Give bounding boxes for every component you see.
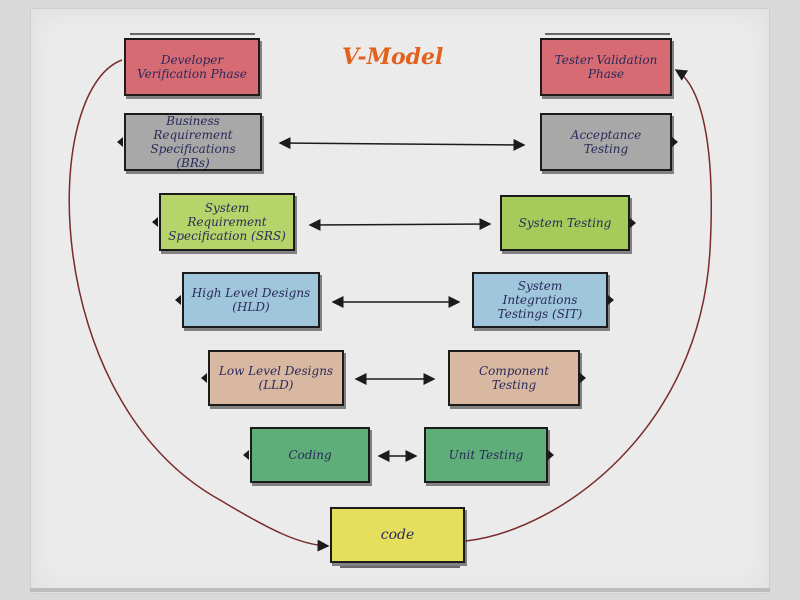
lld-notch [201, 373, 207, 383]
developer-verification-label: Developer Verification Phase [137, 53, 247, 81]
coding-box: Coding [250, 427, 370, 483]
lld-label: Low Level Designs (LLD) [218, 364, 334, 392]
right-curve [465, 69, 713, 542]
sit-notch [608, 295, 614, 305]
arrow-srs-system [308, 218, 492, 231]
srs-label: System Requirement Specification (SRS) [168, 201, 286, 243]
hld-notch [175, 295, 181, 305]
paper-edge [30, 588, 770, 592]
diagram-title: V-Model [342, 44, 444, 70]
tester-validation-label: Tester Validation Phase [554, 53, 658, 81]
left-curve [68, 59, 330, 552]
brs-label: Business Requirement Specifications (BRs… [150, 114, 236, 170]
sit-box: System Integrations Testings (SIT) [472, 272, 608, 328]
unit-testing-notch [548, 450, 554, 460]
srs-notch [152, 217, 158, 227]
unit-testing-box: Unit Testing [424, 427, 548, 483]
arrow-brs-acceptance [278, 137, 526, 151]
developer-verification-box: Developer Verification Phase [124, 38, 260, 96]
hld-label: High Level Designs (HLD) [191, 286, 311, 314]
coding-notch [243, 450, 249, 460]
srs-box: System Requirement Specification (SRS) [159, 193, 295, 251]
coding-label: Coding [288, 448, 332, 462]
acceptance-notch [672, 137, 678, 147]
hld-box: High Level Designs (HLD) [182, 272, 320, 328]
code-label: code [380, 527, 415, 543]
tester-validation-box: Tester Validation Phase [540, 38, 672, 96]
system-testing-notch [630, 218, 636, 228]
brs-box: Business Requirement Specifications (BRs… [124, 113, 262, 171]
brs-notch [117, 137, 123, 147]
code-box: code [330, 507, 465, 563]
acceptance-testing-box: Acceptance Testing [540, 113, 672, 171]
component-testing-label: Component Testing [478, 364, 550, 392]
component-notch [580, 373, 586, 383]
system-testing-label: System Testing [518, 216, 612, 230]
component-testing-box: Component Testing [448, 350, 580, 406]
unit-testing-label: Unit Testing [448, 448, 524, 462]
system-testing-box: System Testing [500, 195, 630, 251]
acceptance-testing-label: Acceptance Testing [570, 128, 642, 156]
lld-box: Low Level Designs (LLD) [208, 350, 344, 406]
sit-label: System Integrations Testings (SIT) [497, 279, 583, 321]
